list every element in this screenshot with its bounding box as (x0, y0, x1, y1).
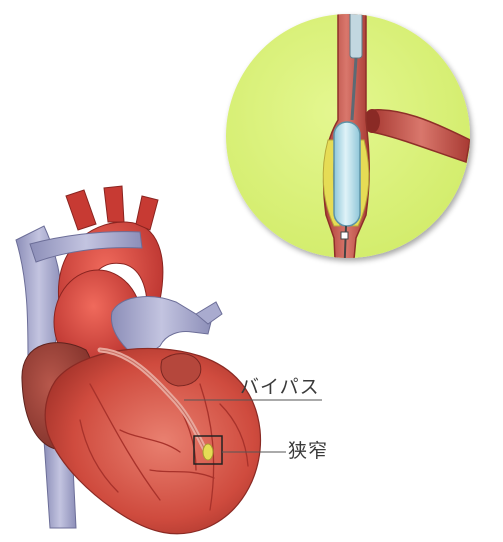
carotid-artery (104, 186, 124, 222)
inflated-balloon (334, 122, 360, 226)
catheter-sheath (350, 0, 362, 58)
subclavian-artery (136, 196, 158, 230)
left-atrial-appendage (161, 354, 201, 386)
balloon-catheter-inset (226, 0, 470, 280)
stenosis-label: 狭窄 (288, 436, 328, 463)
stenosis-plaque (203, 444, 213, 460)
bypass-label: バイパス (240, 372, 320, 399)
heart-illustration-icon (16, 186, 261, 534)
brachiocephalic-artery (66, 190, 96, 230)
wire-marker (341, 232, 348, 239)
